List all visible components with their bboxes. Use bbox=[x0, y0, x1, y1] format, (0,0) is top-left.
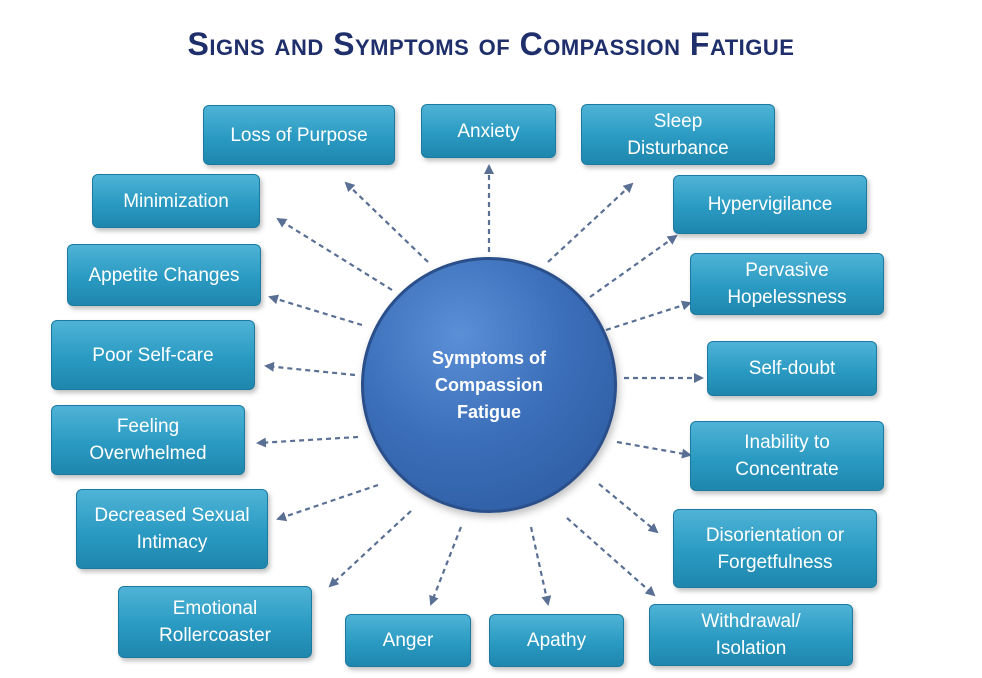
box-anger: Anger bbox=[345, 614, 471, 667]
arrow-minimization bbox=[276, 217, 393, 291]
arrow-emotional-rollercoaster bbox=[328, 510, 412, 588]
arrow-feeling-overwhelmed bbox=[256, 435, 359, 448]
box-withdrawal: Withdrawal/ Isolation bbox=[649, 604, 853, 666]
arrow-anger bbox=[429, 526, 463, 606]
box-anxiety: Anxiety bbox=[421, 104, 556, 158]
arrow-apathy bbox=[529, 526, 552, 606]
box-hypervigilance: Hypervigilance bbox=[673, 175, 867, 234]
arrow-appetite-changes bbox=[268, 294, 363, 327]
arrow-pervasive-hopelessness bbox=[605, 300, 692, 332]
box-disorientation: Disorientation or Forgetfulness bbox=[673, 509, 877, 588]
box-pervasive-hopelessness: Pervasive Hopelessness bbox=[690, 253, 884, 315]
box-sleep-disturbance: Sleep Disturbance bbox=[581, 104, 775, 165]
box-decreased-sexual-intimacy: Decreased Sexual Intimacy bbox=[76, 489, 268, 569]
arrow-inability-to-concentrate bbox=[616, 440, 692, 459]
box-self-doubt: Self-doubt bbox=[707, 341, 877, 396]
arrow-disorientation bbox=[598, 483, 659, 534]
arrow-poor-self-care bbox=[264, 361, 356, 377]
arrow-sleep-disturbance bbox=[547, 182, 634, 263]
box-inability-to-concentrate: Inability to Concentrate bbox=[690, 421, 884, 491]
arrow-hypervigilance bbox=[589, 234, 678, 298]
arrow-withdrawal bbox=[566, 517, 656, 597]
arrow-decreased-sexual-intimacy bbox=[276, 483, 379, 522]
box-apathy: Apathy bbox=[489, 614, 624, 667]
arrow-loss-of-purpose bbox=[344, 181, 429, 263]
center-label: Symptoms of Compassion Fatigue bbox=[431, 347, 546, 422]
box-minimization: Minimization bbox=[92, 174, 260, 228]
page-title: Signs and Symptoms of Compassion Fatigue bbox=[187, 26, 795, 62]
box-poor-self-care: Poor Self-care bbox=[51, 320, 255, 390]
box-emotional-rollercoaster: Emotional Rollercoaster bbox=[118, 586, 312, 658]
box-loss-of-purpose: Loss of Purpose bbox=[203, 105, 395, 165]
box-appetite-changes: Appetite Changes bbox=[67, 244, 261, 306]
box-feeling-overwhelmed: Feeling Overwhelmed bbox=[51, 405, 245, 475]
center-circle: Symptoms of Compassion Fatigue bbox=[361, 257, 617, 513]
